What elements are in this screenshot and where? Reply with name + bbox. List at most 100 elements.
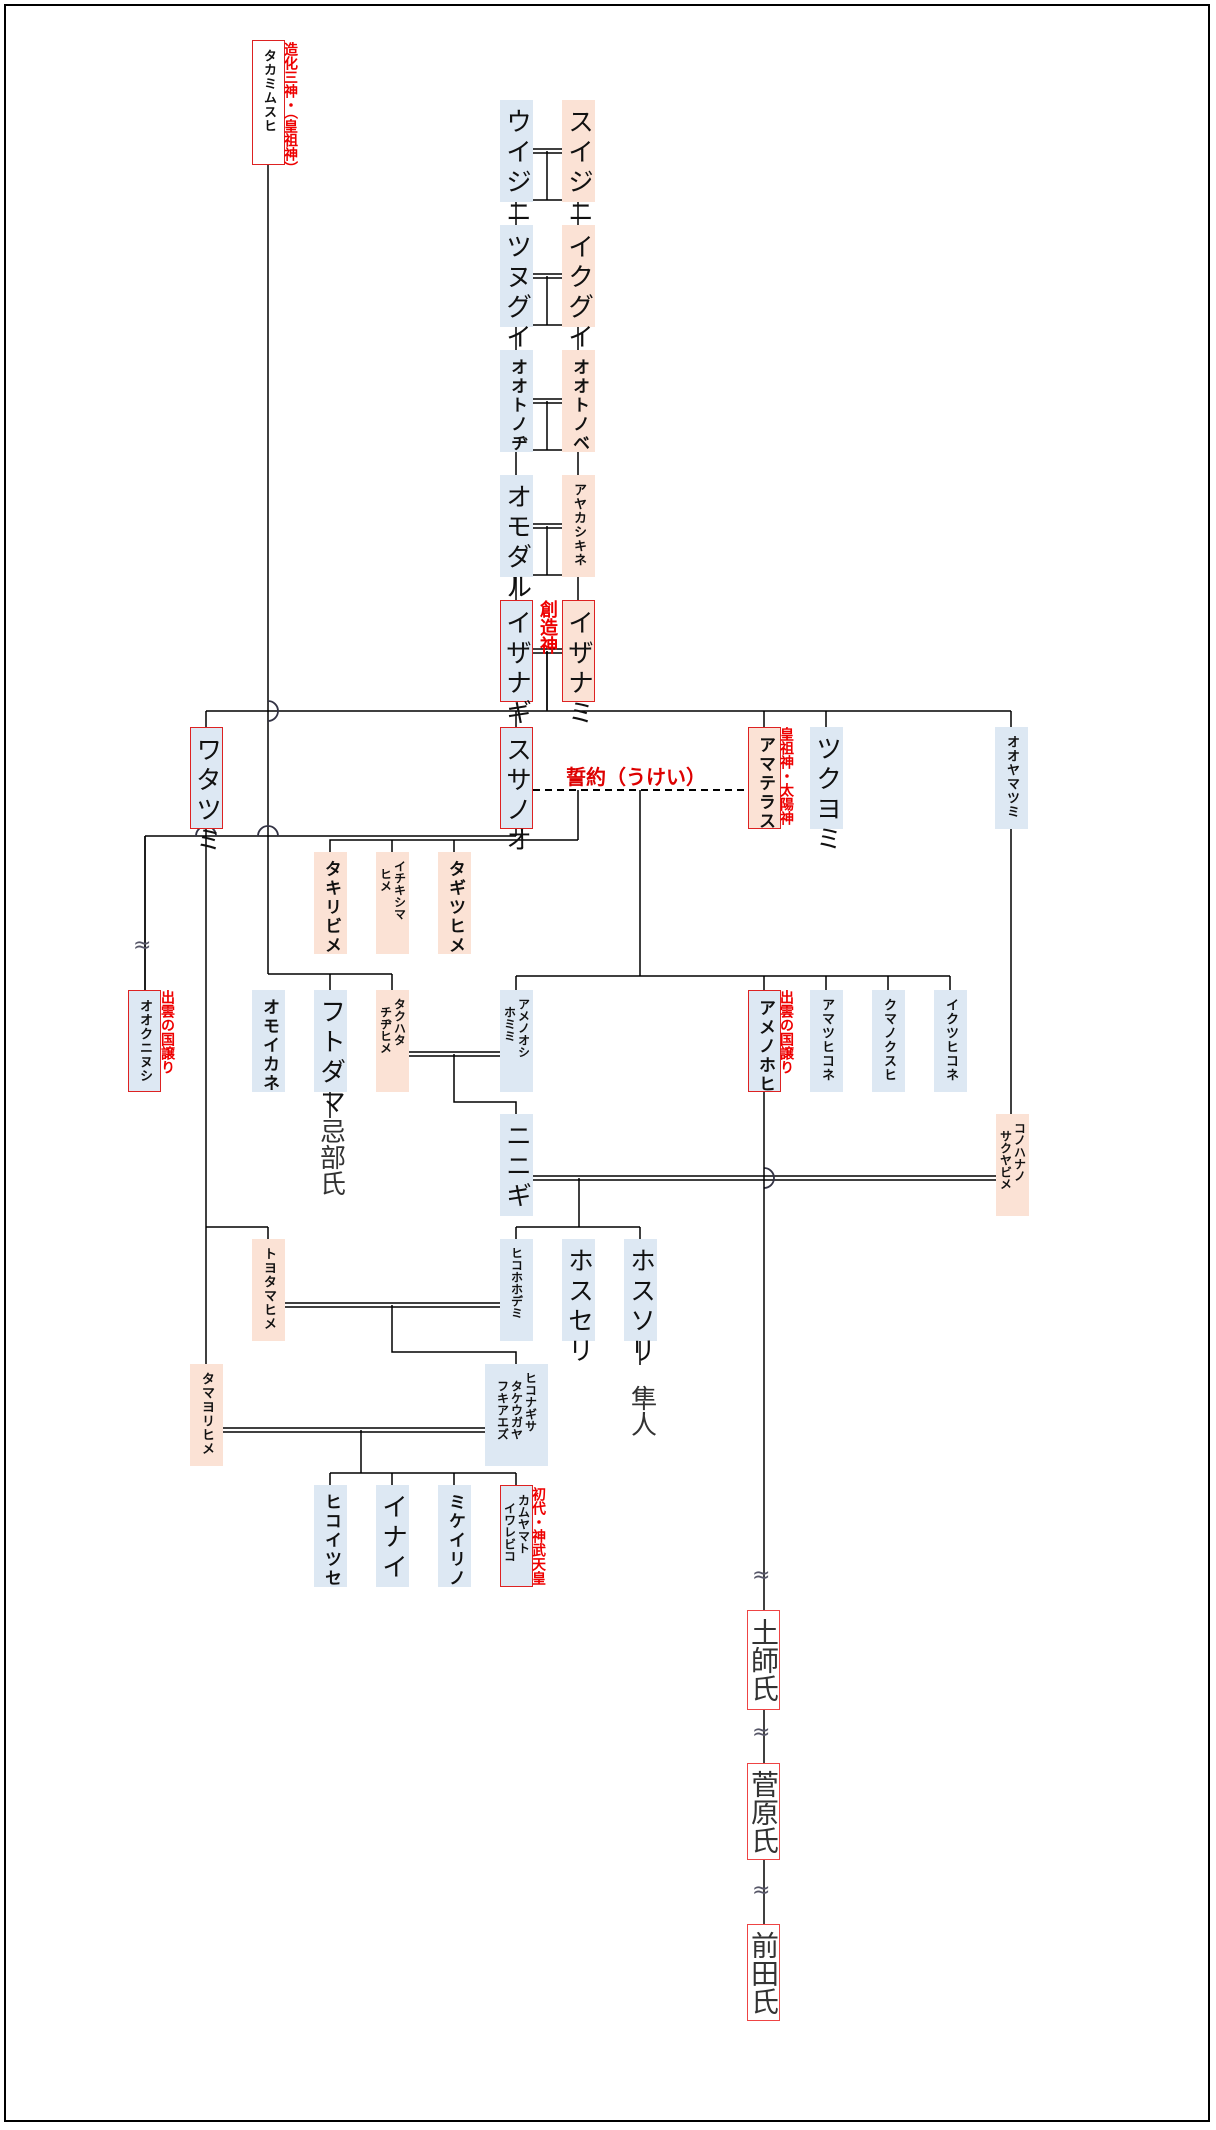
person-name: ホスソリ: [625, 1247, 656, 1367]
line-crossing-hop: [257, 825, 279, 837]
person-name: タカミムスヒ: [261, 49, 276, 133]
person-name: フトダマ: [315, 998, 346, 1118]
clan-inbe: 忌部氏: [315, 1118, 346, 1196]
sibling-bar: [515, 324, 579, 350]
person-name: タケウガヤ: [509, 1380, 524, 1440]
person-node-suijini: スイジニ: [562, 100, 595, 228]
person-node-ichikishimahime: イチキシマヒメ: [376, 852, 409, 954]
descent-line: [453, 1054, 517, 1114]
person-node-ootonochi: オオトノヂ: [500, 350, 533, 453]
person-node-konohanasakuya: コノハナノサクヤビメ: [996, 1114, 1029, 1216]
note-ookuninushi: 出雲の国譲り: [159, 990, 175, 1074]
person-node-ikugui: イクグイ: [562, 225, 595, 353]
person-name: タギツヒメ: [445, 860, 465, 955]
person-name: フキアエズ: [495, 1380, 510, 1440]
omitted-generations-icon: ≈: [133, 933, 152, 958]
person-node-tagitsuhime: タギツヒメ: [438, 852, 471, 955]
person-node-omodaru: オモダル: [500, 475, 533, 603]
person-name: ワタツミ: [191, 736, 222, 856]
person-node-ookuninushi: オオクニヌシ: [128, 990, 161, 1092]
person-name: トヨタマヒメ: [261, 1247, 276, 1331]
omitted-generations-icon: ≈: [752, 1563, 771, 1588]
person-node-tsunugui: ツヌグイ: [500, 225, 533, 353]
person-node-hikohohodemi: ヒコホホデミ: [500, 1239, 533, 1341]
person-name: イクグイ: [563, 233, 594, 353]
person-name: スイジニ: [563, 108, 594, 228]
line-crossing-hop: [267, 700, 279, 722]
person-node-omoikane: オモイカネ: [252, 990, 285, 1093]
note-jimmu: 初代・神武天皇: [530, 1487, 546, 1585]
descent-line: [391, 1305, 517, 1364]
person-node-ootonobe: オオトノベ: [562, 350, 595, 453]
person-name: タクハタ: [392, 998, 407, 1046]
person-name: タキリビメ: [321, 860, 341, 955]
omitted-generations-icon: ≈: [752, 1878, 771, 1903]
person-node-amenohohi: アメノホヒ: [748, 990, 781, 1094]
note-amaterasu: 皇祖神・太陽神: [778, 727, 794, 825]
line-crossing-hop: [763, 1167, 775, 1189]
person-name: オオクニヌシ: [137, 999, 152, 1083]
person-name: ホミミ: [502, 1006, 517, 1042]
note-creator-gods: 創造神: [537, 600, 558, 654]
sibling-bar: [515, 449, 579, 475]
person-name: イザナギ: [501, 609, 532, 729]
person-name: ヒコイツセ: [321, 1493, 341, 1588]
person-node-hosori: ホスソリ: [624, 1239, 657, 1367]
person-node-futodama: フトダマ: [314, 990, 347, 1118]
person-node-hikoitsuse: ヒコイツセ: [314, 1485, 347, 1588]
person-name: オモダル: [501, 483, 532, 603]
person-node-mikeirino: ミケイリノ: [438, 1485, 471, 1588]
person-node-takamimusuhi: タカミムスヒ: [252, 40, 285, 165]
person-name: アマテラス: [755, 736, 775, 831]
person-name: ミケイリノ: [445, 1493, 465, 1588]
person-name: ニニギ: [501, 1122, 532, 1212]
person-node-ooyamatsumi: オオヤマツミ: [995, 727, 1028, 829]
person-name: イチキシマ: [392, 860, 407, 920]
person-node-ikutsuhikone: イクツヒコネ: [934, 990, 967, 1092]
clan-haji: 土師氏: [747, 1610, 780, 1710]
person-name: ホスセリ: [563, 1247, 594, 1367]
person-name: スサノオ: [501, 736, 532, 856]
clan-sugawara: 菅原氏: [747, 1763, 780, 1860]
sibling-bar: [515, 574, 579, 600]
person-name: クマノクスヒ: [881, 998, 896, 1082]
person-name: ツヌグイ: [501, 233, 532, 353]
person-node-toyotamahime: トヨタマヒメ: [252, 1239, 285, 1341]
person-name: ヒメ: [378, 868, 393, 892]
person-name: タマヨリヒメ: [199, 1372, 214, 1456]
person-node-tsukuyomi: ツクヨミ: [810, 727, 843, 855]
omitted-generations-icon: ≈: [752, 1720, 771, 1745]
person-name: イナイ: [377, 1493, 408, 1583]
person-name: イザナミ: [563, 609, 594, 729]
sibling-bar: [515, 199, 579, 225]
person-name: イクツヒコネ: [943, 998, 958, 1082]
person-name: オオトノヂ: [507, 358, 527, 453]
person-node-ninigi: ニニギ: [500, 1114, 533, 1216]
person-node-iwarebiko: カムヤマトイワレビコ: [500, 1485, 533, 1587]
person-name: サクヤビメ: [998, 1130, 1013, 1190]
clan-hayato: 隼人: [626, 1385, 657, 1437]
person-node-takiribime: タキリビメ: [314, 852, 347, 955]
person-name: アメノオシ: [516, 998, 531, 1058]
person-node-izanami: イザナミ: [562, 600, 595, 729]
note-takamimusuhi: 造化三神・（皇祖神）: [282, 42, 298, 175]
sibling-bar: [329, 839, 578, 852]
person-node-izanagi: イザナギ: [500, 600, 533, 729]
person-name: コノハナノ: [1012, 1122, 1027, 1182]
person-name: オオトノベ: [569, 358, 589, 453]
person-node-watatsumi: ワタツミ: [190, 727, 223, 856]
person-node-amatsuhikone: アマツヒコネ: [810, 990, 843, 1092]
person-node-tamayorihime: タマヨリヒメ: [190, 1364, 223, 1466]
person-node-ugayafukiaezu: ヒコナギサタケウガヤフキアエズ: [485, 1364, 548, 1466]
person-node-ayakashikine: アヤカシキネ: [562, 475, 595, 577]
person-node-amenooshihomimi: アメノオシホミミ: [500, 990, 533, 1092]
note-ukei: 誓約（うけい）: [566, 765, 706, 789]
person-node-kumanokusuhi: クマノクスヒ: [872, 990, 905, 1092]
person-name: ウイジニ: [501, 108, 532, 228]
person-name: チヂヒメ: [378, 1006, 393, 1054]
person-node-amaterasu: アマテラス: [748, 727, 781, 831]
person-node-hoseri: ホスセリ: [562, 1239, 595, 1367]
person-node-inai: イナイ: [376, 1485, 409, 1587]
person-name: ヒコナギサ: [523, 1372, 538, 1432]
